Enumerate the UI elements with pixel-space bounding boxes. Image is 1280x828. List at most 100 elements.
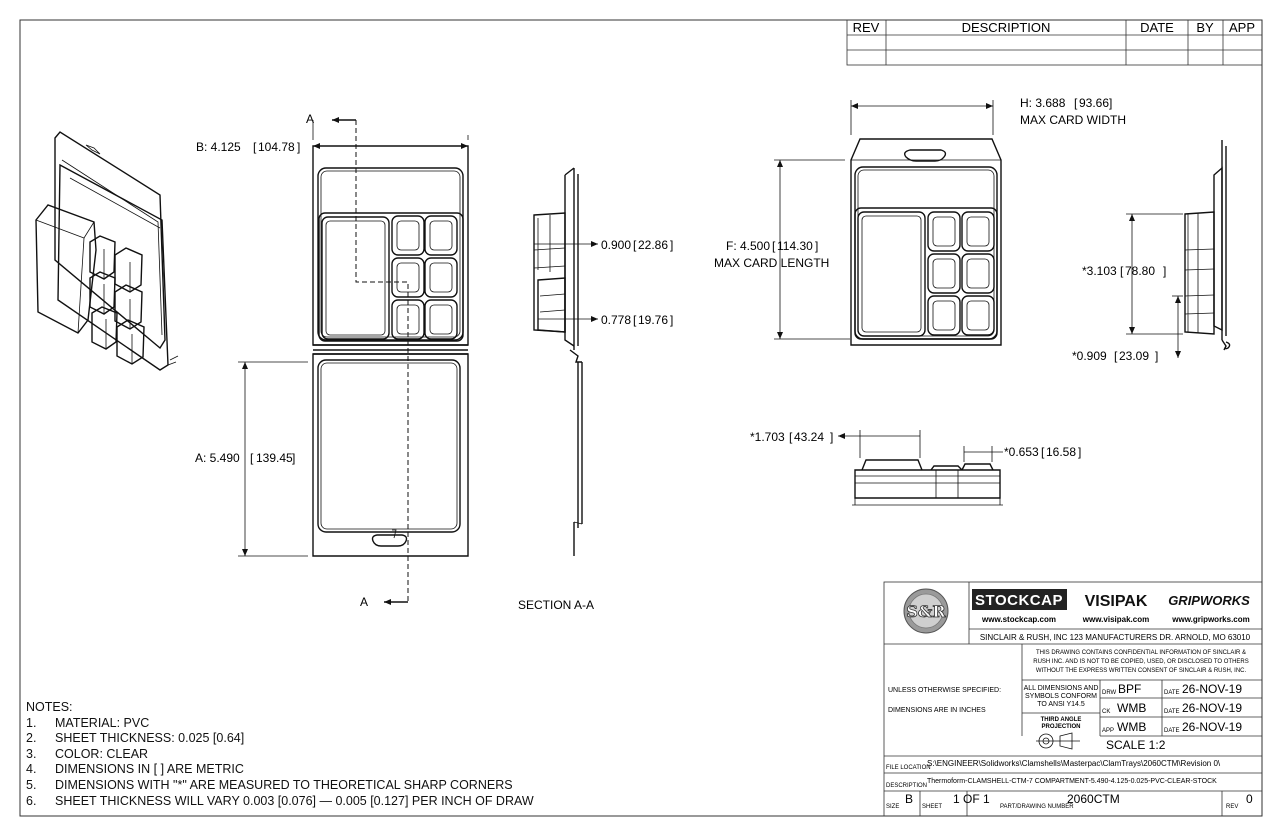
- confidential-line-3: WITHOUT THE EXPRESS WRITTEN CONSENT OF S…: [1036, 668, 1247, 674]
- svg-text:[: [: [789, 430, 793, 444]
- svg-text:[: [: [633, 238, 637, 252]
- dim-f-metric: 114.30: [777, 239, 813, 253]
- dim-depth-1-metric: 22.86: [638, 238, 668, 252]
- projection-line-2: PROJECTION: [1041, 724, 1080, 730]
- dimension-a: A: 5.490 [ 139.45 ]: [195, 361, 308, 557]
- logo-icon: S&R: [906, 602, 946, 621]
- note-text: MATERIAL: PVC: [55, 715, 150, 730]
- date-1: 26-NOV-19: [1182, 682, 1242, 696]
- size-label: SIZE: [886, 804, 899, 810]
- date-label-2: DATE: [1164, 709, 1180, 715]
- date-3: 26-NOV-19: [1182, 720, 1242, 734]
- drawing-border: [19, 19, 1263, 817]
- notes-block: NOTES: 1. MATERIAL: PVC 2. SHEET THICKNE…: [26, 700, 534, 809]
- brand-gripworks: GRIPWORKS: [1168, 593, 1250, 608]
- confidential-line-1: THIS DRAWING CONTAINS CONFIDENTIAL INFOR…: [1036, 650, 1246, 656]
- dim-c4-label: *0.653: [1004, 445, 1039, 459]
- approved-by: WMB: [1117, 720, 1146, 734]
- note-item: 3. COLOR: CLEAR: [26, 747, 534, 763]
- side-view: [1184, 140, 1231, 351]
- dimensions-in-inches: DIMENSIONS ARE IN INCHES: [888, 707, 986, 714]
- dim-b-label: B: 4.125: [196, 140, 241, 154]
- note-text: DIMENSIONS WITH "*" ARE MEASURED TO THEO…: [55, 777, 513, 792]
- note-number: 6.: [26, 793, 37, 808]
- description-label: DESCRIPTION: [886, 783, 927, 789]
- url-visipak[interactable]: www.visipak.com: [1082, 615, 1149, 624]
- section-marker-bottom: A: [360, 595, 368, 609]
- date-label-3: DATE: [1164, 728, 1180, 734]
- file-location: S:\ENGINEER\Solidworks\Clamshells\Master…: [927, 759, 1221, 768]
- dim-c1-metric: 78.80: [1125, 264, 1155, 278]
- brand-visipak: VISIPAK: [1085, 593, 1148, 610]
- revision-number: 0: [1246, 792, 1253, 806]
- checked-by: WMB: [1117, 701, 1146, 715]
- section-a-a-view: SECTION A-A: [518, 167, 594, 612]
- drawing-description: Thermoform-CLAMSHELL-CTM-7 COMPARTMENT-5…: [927, 778, 1217, 785]
- dim-depth-2-label: 0.778: [601, 313, 631, 327]
- section-marker-top: A: [306, 112, 314, 126]
- svg-text:[: [: [633, 313, 637, 327]
- bottom-profile-view: [852, 459, 1003, 506]
- url-stockcap[interactable]: www.stockcap.com: [981, 615, 1056, 624]
- note-number: 2.: [26, 731, 37, 746]
- dimension-b: B: 4.125 [ 104.78 ]: [196, 120, 469, 154]
- dim-c3-label: *1.703: [750, 430, 785, 444]
- sheet-number: 1 OF 1: [953, 792, 990, 806]
- dim-depth-2-metric: 19.76: [638, 313, 668, 327]
- dimension-h: H: 3.688 [ 93.66 ] MAX CARD WIDTH: [850, 96, 1126, 135]
- svg-text:[: [: [253, 140, 257, 154]
- description-header: DESCRIPTION: [962, 20, 1051, 35]
- dimension-f: F: 4.500 [ 114.30 ] MAX CARD LENGTH: [714, 159, 850, 340]
- dim-h-note: MAX CARD WIDTH: [1020, 113, 1126, 127]
- dim-c3-metric: 43.24: [794, 430, 824, 444]
- dim-c4-metric: 16.58: [1046, 445, 1076, 459]
- url-gripworks[interactable]: www.gripworks.com: [1171, 615, 1250, 624]
- dim-depth-1-label: 0.900: [601, 238, 631, 252]
- projection-line-1: THIRD ANGLE: [1041, 717, 1082, 723]
- svg-text:[: [: [772, 239, 776, 253]
- note-item: 4. DIMENSIONS IN [ ] ARE METRIC: [26, 762, 534, 778]
- note-item: 2. SHEET THICKNESS: 0.025 [0.64]: [26, 731, 534, 747]
- note-text: SHEET THICKNESS: 0.025 [0.64]: [55, 731, 245, 746]
- svg-text:[: [: [1074, 96, 1078, 110]
- notes-title: NOTES:: [26, 700, 73, 714]
- drawn-by: BPF: [1118, 682, 1141, 696]
- dim-h-label: H: 3.688: [1020, 96, 1066, 110]
- rev-label: REV: [1226, 804, 1238, 810]
- svg-text:[: [: [1114, 349, 1118, 363]
- note-item: 5. DIMENSIONS WITH "*" ARE MEASURED TO T…: [26, 778, 534, 794]
- confidential-line-2: RUSH INC. AND IS NOT TO BE COPIED, USED,…: [1033, 659, 1249, 665]
- section-label: SECTION A-A: [518, 598, 594, 612]
- dim-f-label: F: 4.500: [726, 239, 770, 253]
- dimension-c4: *0.653 [ 16.58 ]: [963, 445, 1081, 462]
- svg-text:[: [: [1120, 264, 1124, 278]
- dim-a-metric: 139.45: [256, 451, 293, 465]
- title-block: S&R STOCKCAP VISIPAK GRIPWORKS www.stock…: [883, 581, 1263, 817]
- dim-a-label: A: 5.490: [195, 451, 240, 465]
- conform-line-3: TO ANSI Y14.5: [1037, 701, 1085, 708]
- sheet-size: B: [905, 792, 913, 806]
- note-number: 5.: [26, 777, 37, 792]
- svg-text:[: [: [1041, 445, 1045, 459]
- note-text: DIMENSIONS IN [ ] ARE METRIC: [55, 762, 244, 777]
- dim-c1-label: *3.103: [1082, 264, 1117, 278]
- note-item: 6. SHEET THICKNESS WILL VARY 0.003 [0.07…: [26, 794, 534, 810]
- conform-line-2: SYMBOLS CONFORM: [1025, 693, 1097, 700]
- dimension-c2: *0.909 [ 23.09 ]: [1072, 295, 1183, 363]
- front-view: A A: [306, 112, 469, 609]
- unless-specified: UNLESS OTHERWISE SPECIFIED:: [888, 687, 1001, 694]
- company-address: SINCLAIR & RUSH, INC 123 MANUFACTURERS D…: [980, 633, 1251, 642]
- svg-text:]: ]: [815, 239, 818, 253]
- approved-label: APP: [1102, 728, 1114, 734]
- isometric-view: [35, 131, 179, 371]
- dim-c2-label: *0.909: [1072, 349, 1107, 363]
- app-header: APP: [1229, 20, 1255, 35]
- part-number: 2060CTM: [1067, 792, 1120, 806]
- svg-text:]: ]: [297, 140, 300, 154]
- checked-label: CK: [1102, 709, 1110, 715]
- note-number: 3.: [26, 746, 37, 761]
- revision-block: REV DESCRIPTION DATE BY APP: [846, 19, 1263, 66]
- part-number-label: PART/DRAWING NUMBER: [1000, 804, 1074, 810]
- note-item: 1. MATERIAL: PVC: [26, 716, 534, 732]
